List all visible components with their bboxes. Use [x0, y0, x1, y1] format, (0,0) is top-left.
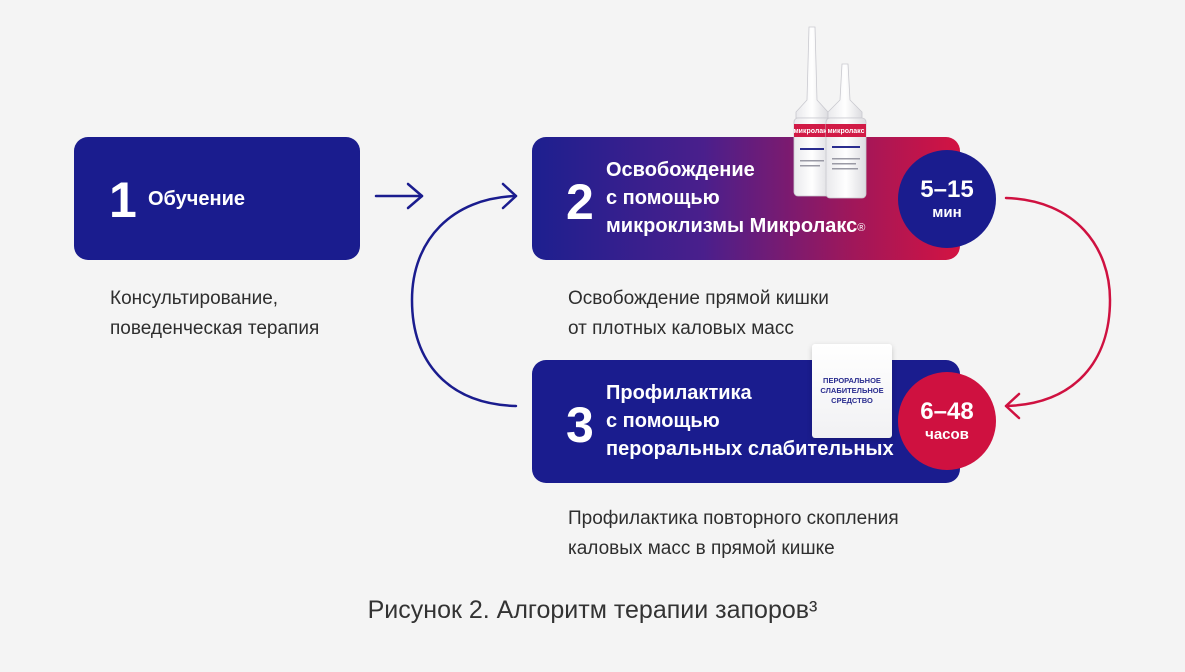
step-2-description: Освобождение прямой кишки от плотных кал…: [568, 288, 829, 339]
step-number: 3: [566, 397, 594, 453]
figure-caption: Рисунок 2. Алгоритм терапии запоров³: [367, 596, 818, 624]
arrow-loop-step2-to-step3: [1004, 196, 1112, 420]
registered-mark: ®: [857, 222, 866, 234]
arrow-step1-to-step2: [374, 182, 424, 210]
time-unit: мин: [932, 204, 962, 221]
step-3-card: 3 Профилактика с помощью пероральных сла…: [532, 360, 960, 483]
arrow-loop-step3-to-step2: [410, 182, 518, 408]
time-badge-step-3: 6–48 часов: [898, 372, 996, 470]
step-title: Профилактика с помощью пероральных слаби…: [606, 382, 894, 460]
time-badge-step-2: 5–15 мин: [898, 150, 996, 248]
oral-laxative-box-image: ПЕРОРАЛЬНОЕ СЛАБИТЕЛЬНОЕ СРЕДСТВО: [812, 344, 892, 438]
time-unit: часов: [925, 426, 969, 443]
step-number: 1: [109, 172, 137, 228]
step-3-description: Профилактика повторного скопления каловы…: [568, 508, 899, 559]
step-title: Обучение: [148, 188, 246, 210]
step-1-description: Консультирование, поведенческая терапия: [110, 288, 320, 339]
step-1-card: 1 Обучение: [74, 137, 360, 260]
step-number: 2: [566, 174, 594, 230]
time-value: 5–15: [920, 176, 974, 203]
time-value: 6–48: [920, 398, 974, 425]
box-label: ПЕРОРАЛЬНОЕ СЛАБИТЕЛЬНОЕ СРЕДСТВО: [820, 376, 884, 405]
